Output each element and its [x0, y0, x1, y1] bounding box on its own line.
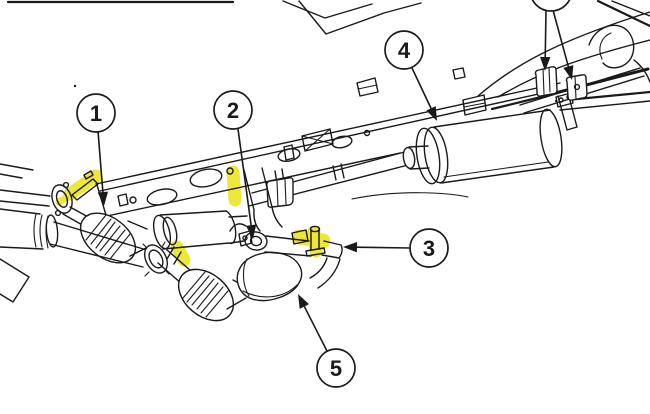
callout-3-circle	[409, 228, 449, 268]
highlight-lower-clamp	[170, 240, 191, 267]
leaf-spring	[538, 67, 650, 99]
callout-4-circle	[384, 30, 424, 70]
front-y-pipe	[0, 163, 251, 264]
callout-1-circle	[76, 93, 116, 133]
callout-2-label: 2	[227, 98, 239, 123]
callout-clipped	[531, 0, 574, 80]
callout-arrowhead	[97, 191, 109, 206]
highlight-mid-bolt	[226, 165, 242, 207]
callout-arrowhead	[343, 242, 358, 253]
callout-5-label: 5	[330, 356, 342, 381]
diagram-artwork	[0, 0, 650, 322]
callout-1-label: 1	[90, 101, 102, 126]
flex-pipe	[0, 208, 44, 250]
callout-arrow-line	[552, 9, 570, 69]
callout-arrow-line	[97, 130, 104, 195]
callout-arrow-line	[411, 67, 433, 111]
catalytic-converter-2	[177, 268, 235, 322]
callouts: 1 2 3 4 5	[76, 0, 574, 388]
tailpipe-hanger-1	[534, 66, 558, 97]
callout-arrowhead	[426, 106, 437, 121]
highlight-rear-bolt-b	[307, 225, 323, 258]
callout-clipped-circle	[531, 0, 571, 12]
pipe-hanger-insulator	[266, 177, 294, 208]
callout-arrowhead	[245, 224, 257, 239]
tailpipe-hanger-2	[565, 74, 588, 101]
top-edge-lines	[6, 0, 422, 88]
front-pipe-upper	[0, 189, 51, 207]
callout-5-circle	[316, 348, 356, 388]
callout-arrow-line	[354, 246, 411, 249]
rear-underbody	[477, 0, 650, 131]
callout-arrowhead	[540, 56, 551, 71]
downpipe	[243, 167, 273, 211]
muffler-assembly	[248, 108, 563, 208]
callout-3-label: 3	[423, 236, 435, 261]
callout-arrowhead	[298, 294, 309, 309]
callout-2: 2	[213, 90, 257, 239]
underbody-hump	[588, 24, 635, 69]
muffler-body	[433, 109, 555, 184]
callout-2-circle	[213, 90, 253, 130]
frame-rail	[95, 67, 561, 217]
callout-arrow-line	[237, 128, 253, 228]
lower-converter-assembly	[0, 208, 303, 322]
callout-arrow-line	[544, 9, 547, 60]
callout-4-label: 4	[398, 38, 411, 63]
junction-collar	[244, 231, 268, 251]
callout-4: 4	[384, 30, 437, 121]
callout-5: 5	[298, 294, 356, 388]
highlight-marks	[55, 165, 331, 267]
bottom-left-plate	[0, 258, 30, 303]
callout-arrow-line	[302, 304, 328, 352]
callout-arrowhead	[563, 65, 574, 80]
callout-1: 1	[76, 93, 116, 206]
callout-3: 3	[343, 228, 449, 268]
highlight-front-clamp-tail	[55, 188, 80, 206]
